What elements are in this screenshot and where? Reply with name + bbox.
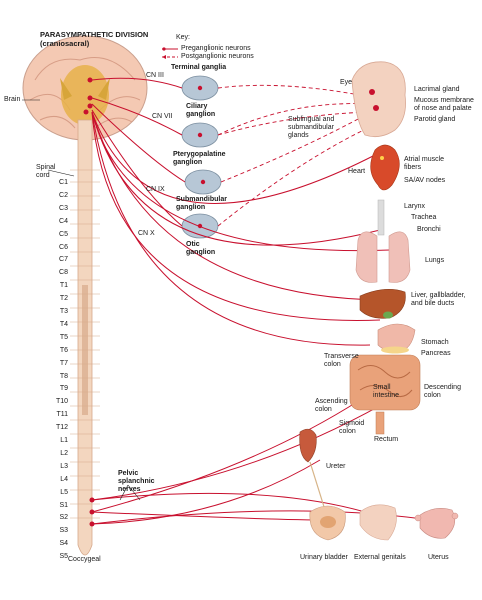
label-ureter: Ureter [326,463,346,470]
label-bronchi: Bronchi [417,226,441,233]
label-sublingual-glands: Sublingual and submandibular glands [288,116,335,139]
label-cn-iii: CN III [146,72,164,79]
label-cn-ix: CN IX [146,186,165,193]
label-liver: Liver, gallbladder, and bile ducts [411,292,466,307]
segment-label-s1: S1 [59,501,68,509]
segment-label-c7: C7 [59,256,68,264]
segment-label-t5: T5 [59,333,68,341]
label-uterus: Uterus [428,554,449,561]
nuclei-dots [83,77,93,115]
label-terminal-ganglia: Terminal ganglia [171,64,227,71]
bladder-illustration [309,505,346,541]
heart-illustration [370,144,400,191]
segment-label-t1: T1 [59,282,68,290]
segment-label-t3: T3 [59,308,68,315]
label-cn-x: CN X [138,230,155,237]
uterus-illustration [414,508,459,539]
diagram-title: PARASYMPATHETIC DIVISION [40,30,149,39]
segment-label-c8: C8 [59,269,68,277]
label-ascending-colon: Ascending colon [315,398,348,413]
segment-label-t7: T7 [59,359,68,367]
segment-label-t8: T8 [59,372,68,380]
intestine-illustration [349,354,421,435]
label-heart: Heart [348,168,366,175]
label-pterygopalatine-ganglion: Pterygopalatine ganglion [173,151,226,166]
segment-label-t12: T12 [55,424,68,432]
label-stomach: Stomach [421,339,449,346]
genitals-illustration [359,504,397,541]
segment-label-t6: T6 [59,346,68,354]
label-coccygeal: Coccygeal [68,556,101,563]
label-small-intestine: Small intestine [373,384,400,399]
key-item-preganglionic: Preganglionic neurons [181,45,251,52]
liver-illustration [359,288,406,319]
segment-label-c2: C2 [59,191,68,199]
label-ciliary-ganglion: Ciliary ganglion [186,103,216,118]
segment-label-t9: T9 [59,385,68,393]
brain-illustration [22,35,148,141]
segment-label-c5: C5 [59,230,68,238]
label-otic-ganglion: Otic ganglion [186,241,216,256]
label-spinal-cord: Spinal cord [36,164,56,179]
spinal-cord-illustration [70,119,100,556]
lungs-illustration [355,199,411,283]
segment-label-c4: C4 [59,217,68,225]
segment-label-c6: C6 [59,243,68,251]
kidney-illustration [299,428,326,511]
label-sa-av-nodes: SA/AV nodes [404,177,446,184]
head-illustration [351,61,406,138]
segment-label-s5: S5 [59,553,68,561]
label-parotid-gland: Parotid gland [414,116,456,123]
label-rectum: Rectum [374,436,399,443]
label-sigmoid-colon: Sigmoid colon [339,420,365,435]
segment-label-t4: T4 [59,320,68,328]
segment-label-l5: L5 [60,488,68,496]
segment-label-c3: C3 [59,204,68,212]
label-brain: Brain [4,96,21,103]
segment-label-l2: L2 [60,449,68,457]
segment-label-l3: L3 [60,462,68,470]
segment-label-t10: T10 [55,398,68,406]
key-swatches [162,47,178,59]
label-mucous-membrane: Mucous membrane of nose and palate [414,97,474,112]
preganglionic-nerves [91,77,431,525]
segment-label-t2: T2 [59,295,68,303]
label-larynx: Larynx [404,203,426,210]
label-descending-colon: Descending colon [424,384,461,399]
label-external-genitals: External genitals [354,554,406,561]
label-eye: Eye [340,79,353,86]
label-urinary-bladder: Urinary bladder [300,554,348,561]
label-pancreas: Pancreas [421,350,451,357]
label-submandibular-ganglion: Submandibular ganglion [176,196,227,211]
segment-label-c1: C1 [59,179,68,186]
segment-label-s4: S4 [59,540,68,548]
diagram-subtitle: (craniosacral) [40,39,90,48]
label-cn-vii: CN VII [152,113,173,120]
segment-label-s3: S3 [59,527,68,535]
postganglionic-nerves [217,84,373,227]
stomach-illustration [377,323,416,354]
label-trachea: Trachea [411,214,437,221]
segment-label-t11: T11 [56,411,68,419]
key-heading: Key: [176,34,191,41]
label-transverse-colon: Transverse colon [324,353,359,368]
segment-label-l1: L1 [60,437,68,444]
label-lacrimal-gland: Lacrimal gland [414,86,460,93]
segment-label-l4: L4 [60,475,68,483]
label-atrial-fibers: Atrial muscle fibers [404,156,445,171]
pointer-lines [22,99,141,501]
segment-label-s2: S2 [59,514,68,522]
key-item-postganglionic: Postganglionic neurons [181,53,254,60]
label-pelvic-splanchnic-nerves: Pelvic splanchnic nerves [118,470,155,493]
label-lungs: Lungs [425,257,445,264]
